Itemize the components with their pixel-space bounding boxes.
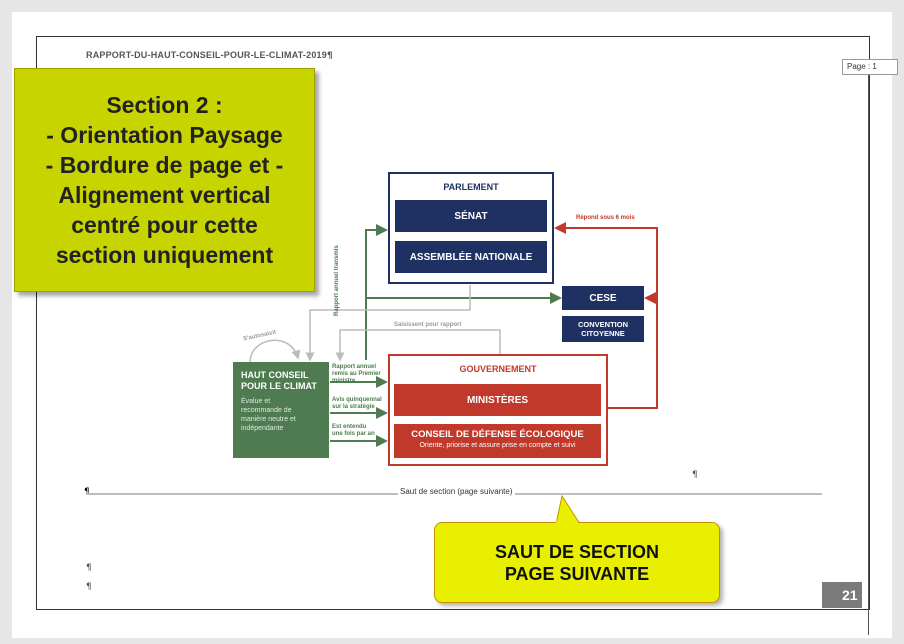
ministeres-box: MINISTÈRES — [394, 384, 601, 416]
label-avis: Avis quinquennal sur la stratégie — [332, 397, 382, 410]
hcc-title: HAUT CONSEIL POUR LE CLIMAT — [241, 370, 317, 391]
arrow-rapport-transmis — [365, 224, 388, 360]
section-callout-text: Section 2 : - Orientation Paysage - Bord… — [45, 92, 284, 268]
conseil-defense-box: CONSEIL DE DÉFENSE ÉCOLOGIQUE Oriente, p… — [394, 424, 601, 458]
label-rapport-remis: Rapport annuel remis au Premier ministre — [332, 364, 381, 384]
vertical-ruler-line — [868, 65, 869, 635]
label-repond: Répond sous 6 mois — [576, 215, 635, 221]
assemblee-box: ASSEMBLÉE NATIONALE — [395, 241, 547, 273]
label-rapport-transmis: Rapport annuel transmis — [334, 245, 340, 316]
arrow-saisissent-gov — [335, 329, 501, 362]
hcc-box: HAUT CONSEIL POUR LE CLIMAT Évalue et re… — [233, 362, 329, 458]
section-break-label: Saut de section (page suivante) — [398, 487, 515, 496]
convention-box: CONVENTION CITOYENNE — [562, 316, 644, 342]
pilcrow-mark: ¶ — [86, 563, 92, 573]
arrow-repond — [554, 222, 658, 409]
parlement-label: PARLEMENT — [443, 182, 499, 192]
conseil-defense-title: CONSEIL DE DÉFENSE ÉCOLOGIQUE — [411, 429, 584, 440]
pilcrow-mark: ¶ — [84, 487, 90, 497]
pilcrow-mark: ¶ — [86, 582, 92, 592]
hcc-description: Évalue et recommande de manière neutre e… — [241, 398, 296, 432]
header-text: RAPPORT-DU-HAUT-CONSEIL-POUR-LE-CLIMAT-2… — [86, 50, 327, 60]
page-number: 21 — [822, 582, 862, 608]
gouvernement-label: GOUVERNEMENT — [459, 364, 537, 374]
saut-callout-text: SAUT DE SECTION PAGE SUIVANTE — [494, 541, 659, 584]
senat-box: SÉNAT — [395, 200, 547, 232]
cese-box: CESE — [562, 286, 644, 310]
callout-pointer-join — [556, 521, 578, 524]
conseil-defense-subtitle: Oriente, priorise et assure prise en com… — [419, 442, 576, 449]
section-callout: Section 2 : - Orientation Paysage - Bord… — [14, 68, 315, 292]
label-entendu: Est entendu une fois par an — [332, 424, 375, 437]
pilcrow-mark: ¶ — [326, 51, 333, 61]
label-saisissent: Saisissent pour rapport — [394, 322, 462, 328]
page-border — [36, 36, 870, 610]
saut-callout: SAUT DE SECTION PAGE SUIVANTE — [434, 522, 720, 603]
pilcrow-mark: ¶ — [692, 470, 698, 480]
arrow-saisissent — [305, 285, 471, 362]
governance-diagram — [249, 222, 658, 447]
arrow-autosaisit — [249, 339, 301, 363]
document-header[interactable]: RAPPORT-DU-HAUT-CONSEIL-POUR-LE-CLIMAT-2… — [86, 50, 333, 61]
page-indicator: Page : 1 — [842, 59, 898, 75]
